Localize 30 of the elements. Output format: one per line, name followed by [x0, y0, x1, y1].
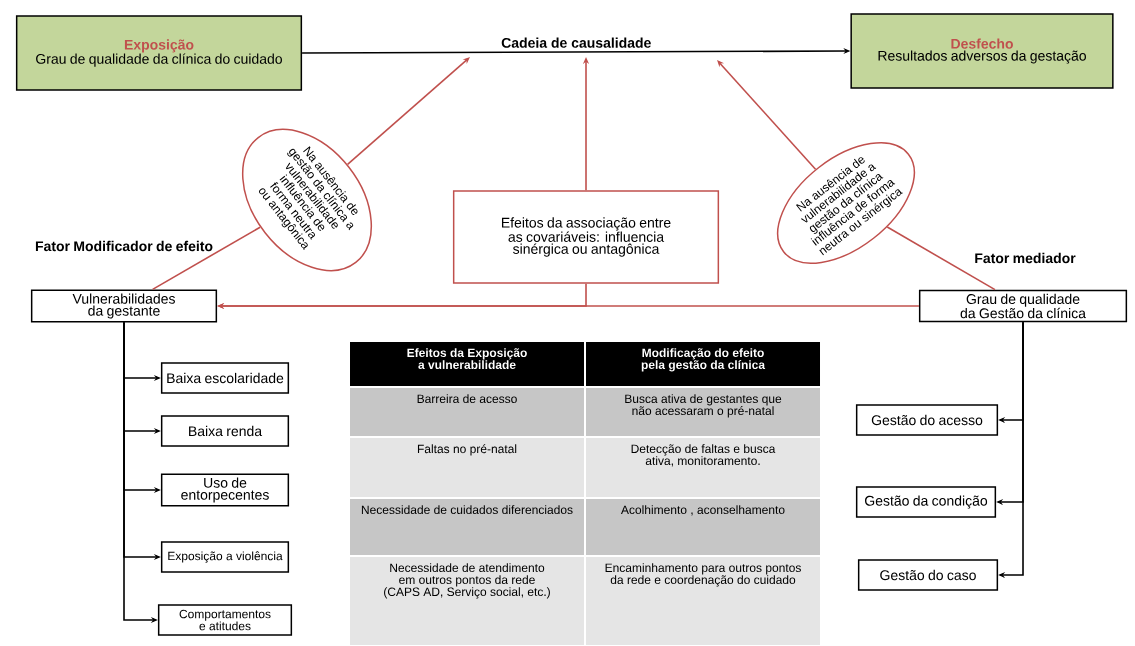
table-cell: Detecção de faltas e busca ativa, monitoramento.	[586, 438, 820, 497]
exposure-box: Exposição Grau de qualidade da clínica do cuidado	[15, 15, 303, 91]
association-box: Efeitos da associação entre as covariáveis: influencia sinérgica ou antagônica	[452, 190, 720, 284]
table-header-cell: Efeitos da Exposição a vulnerabilidade	[350, 342, 584, 386]
table-cell: Barreira de acesso	[350, 388, 584, 436]
node-heading: Fator Modificador de efeito	[35, 240, 213, 252]
item-box: Baixa renda	[160, 415, 290, 447]
item-box: Comportamentos e atitudes	[157, 604, 293, 636]
item-box: Exposição a violência	[160, 541, 290, 573]
connector-line	[886, 226, 996, 291]
item-box: Uso de entorpecentes	[160, 473, 290, 507]
table-cell: Busca ativa de gestantes que não acessaram o pré-natal	[586, 388, 820, 436]
item-box: Gestão da condição	[855, 486, 997, 518]
table-cell: Encaminhamento para outros pontos da rede e coordenação do cuidado	[586, 557, 820, 645]
arrow	[346, 57, 470, 166]
factor-box: Vulnerabilidades da gestante	[30, 289, 218, 323]
item-box: Gestão do caso	[857, 559, 999, 591]
item-box: Baixa escolaridade	[160, 362, 290, 394]
outcome-box: Desfecho Resultados adversos da gestação	[850, 13, 1114, 89]
table-header-cell: Modificação do efeito pela gestão da clínica	[586, 342, 820, 386]
table-cell: Acolhimento , aconselhamento	[586, 499, 820, 555]
table-cell: Necessidade de atendimento em outros pontos da rede (CAPS AD, Serviço social, etc.)	[350, 557, 584, 645]
factor-box: Grau de qualidade da Gestão da clínica	[918, 289, 1128, 323]
connector-line	[151, 226, 261, 291]
table-cell: Faltas no pré-natal	[350, 438, 584, 497]
item-box: Gestão do acesso	[855, 404, 999, 436]
edge-label: Cadeia de causalidade	[501, 37, 651, 48]
node-heading: Fator mediador	[975, 252, 1076, 264]
table-cell: Necessidade de cuidados diferenciados	[350, 499, 584, 555]
arrow	[717, 60, 817, 170]
